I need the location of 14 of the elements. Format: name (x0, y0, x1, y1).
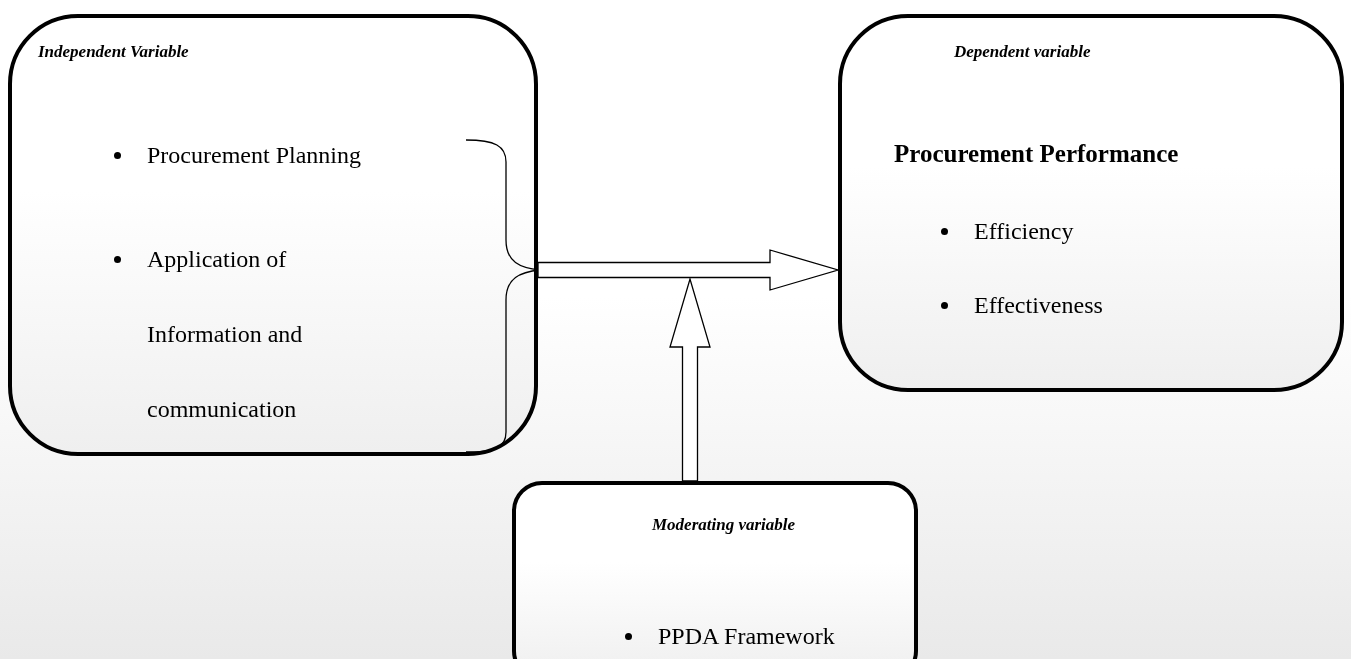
rounded-box (838, 14, 1344, 392)
rounded-box (8, 14, 538, 456)
variable-heading: Independent Variable (38, 42, 189, 62)
construct-title: Procurement Performance (894, 140, 1179, 168)
variable-heading: Dependent variable (954, 42, 1091, 62)
variable-heading: Moderating variable (652, 515, 796, 535)
rounded-box (512, 481, 918, 659)
block-arrow (669, 276, 711, 482)
list-item-text: PPDA Framework (658, 623, 835, 649)
list-item-text: Application of Information and communication (147, 246, 303, 422)
list-item-text: Effectiveness (974, 292, 1103, 318)
block-arrow (537, 249, 841, 291)
list-item-text: Efficiency (974, 218, 1074, 244)
list-item-text: Procurement Planning (147, 142, 361, 168)
